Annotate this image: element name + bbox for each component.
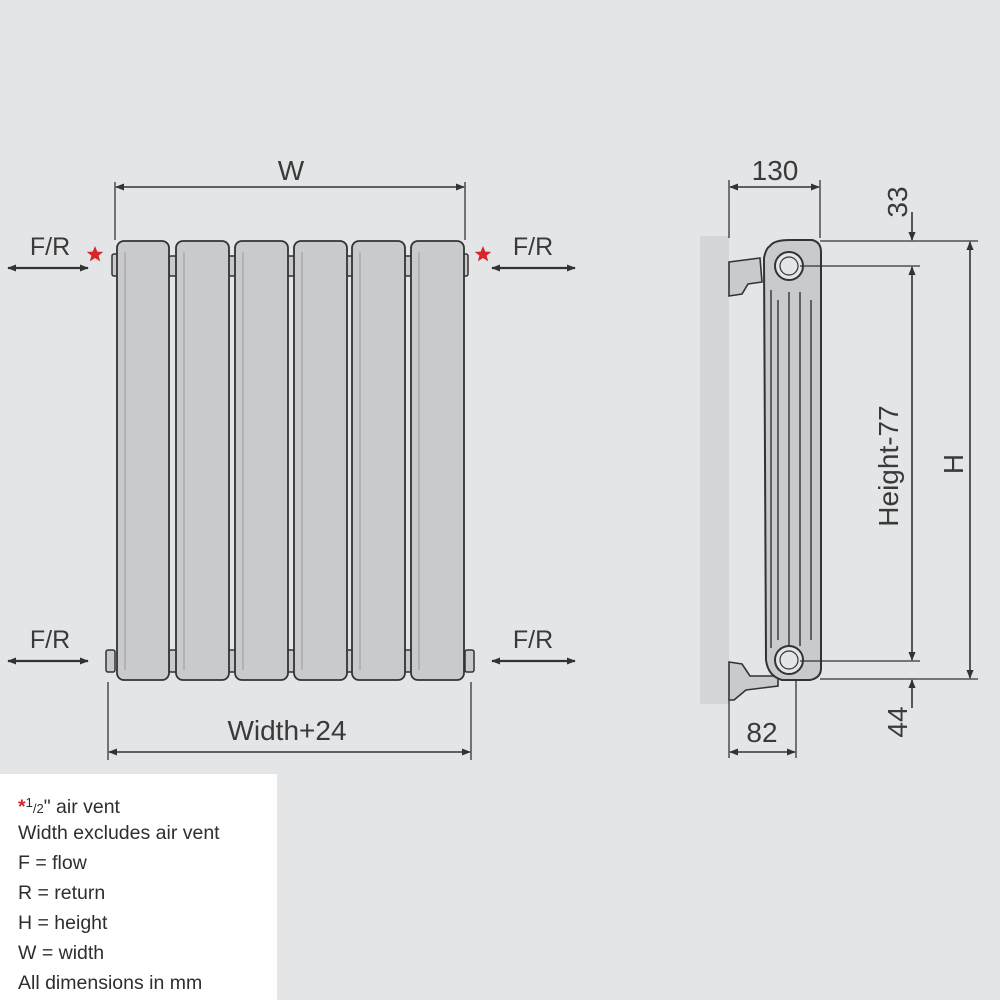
wall — [700, 236, 729, 704]
bottom-connection-pipe — [774, 645, 804, 675]
connection-top-right: F/R — [474, 233, 576, 272]
wall-bracket-bottom — [728, 661, 779, 701]
legend-fraction-den: 2 — [36, 801, 44, 816]
centres-label: Height-77 — [873, 405, 904, 526]
radiator-column — [234, 240, 289, 681]
front-view: W Width+24 F/R F/R F/R F/R — [7, 155, 576, 760]
connection-top-left: F/R — [7, 233, 104, 272]
connection-label-bottom-right: F/R — [513, 626, 553, 654]
width-label: W — [278, 155, 305, 186]
legend-air-vent: *1/2" air vent — [18, 795, 120, 818]
radiator-column — [175, 240, 230, 681]
radiator-side-profile — [762, 239, 822, 681]
legend-line: All dimensions in mm — [18, 972, 203, 994]
connection-label-top-left: F/R — [30, 233, 70, 261]
air-vent-star-icon: * — [18, 796, 26, 818]
radiator-column — [351, 240, 406, 681]
legend-line: W = width — [18, 942, 105, 964]
depth-label: 130 — [752, 155, 799, 186]
connection-bottom-right: F/R — [491, 626, 576, 665]
top-connection-pipe — [774, 251, 804, 281]
radiator-column — [410, 240, 465, 681]
legend-line: H = height — [18, 912, 108, 934]
side-view: 130 82 33 — [700, 155, 978, 758]
radiator-column — [293, 240, 348, 681]
legend-fraction-num: 1 — [25, 795, 33, 810]
height-label: H — [938, 454, 969, 474]
overall-width-label: Width+24 — [227, 715, 346, 746]
legend-air-vent-text: " air vent — [43, 796, 120, 818]
radiator-column — [116, 240, 170, 681]
bottom-offset-label: 44 — [882, 706, 913, 737]
air-vent-star-icon — [86, 246, 104, 262]
wall-bracket-top — [728, 257, 763, 297]
connection-label-bottom-left: F/R — [30, 626, 70, 654]
bracket-depth-label: 82 — [746, 717, 777, 748]
radiator-columns — [116, 240, 465, 681]
legend-line: F = flow — [18, 852, 87, 874]
legend-line: R = return — [18, 882, 106, 904]
top-offset-label: 33 — [882, 186, 913, 217]
legend-line: Width excludes air vent — [18, 822, 220, 844]
legend-panel: *1/2" air vent Width excludes air vent F… — [0, 774, 277, 1000]
air-vent-star-icon — [474, 246, 492, 262]
connection-bottom-left: F/R — [7, 626, 89, 665]
connection-label-top-right: F/R — [513, 233, 553, 261]
